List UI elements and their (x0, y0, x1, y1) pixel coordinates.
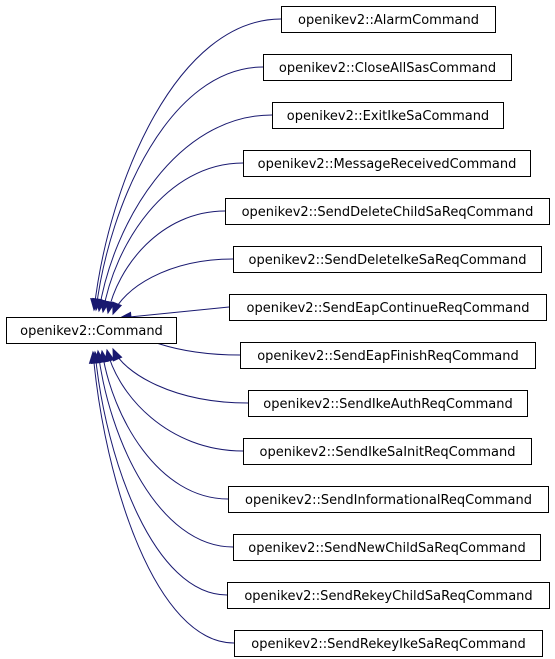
inheritance-edge-send-ike-auth-req-command (112, 348, 249, 404)
class-label-message-received-command: openikev2::MessageReceivedCommand (258, 157, 517, 172)
class-label-send-rekey-ike-sa-req-command: openikev2::SendRekeyIkeSaReqCommand (251, 637, 525, 652)
class-box-send-ike-auth-req-command (248, 390, 528, 417)
inheritance-edge-alarm-command (93, 18, 282, 311)
class-node-send-delete-child-sa-req-command[interactable]: openikev2::SendDeleteChildSaReqCommand (225, 198, 550, 225)
class-label-send-delete-ike-sa-req-command: openikev2::SendDeleteIkeSaReqCommand (249, 253, 527, 268)
inheritance-edge-send-delete-child-sa-req-command (107, 210, 226, 314)
inheritance-edge-close-all-sas-command (95, 66, 264, 311)
class-box-send-eap-continue-req-command (229, 294, 547, 321)
arrowhead-send-rekey-ike-sa-req-command (88, 350, 100, 364)
class-label-exit-ike-sa-command: openikev2::ExitIkeSaCommand (287, 109, 489, 124)
inheritance-edge-send-new-child-sa-req-command (97, 350, 234, 548)
class-node-send-rekey-child-sa-req-command[interactable]: openikev2::SendRekeyChildSaReqCommand (227, 582, 550, 609)
class-label-close-all-sas-command: openikev2::CloseAllSasCommand (279, 61, 496, 76)
arrowhead-send-delete-ike-sa-req-command (112, 301, 123, 316)
inheritance-edge-send-informational-req-command (101, 350, 229, 500)
base-class-box (6, 317, 177, 344)
class-label-send-rekey-child-sa-req-command: openikev2::SendRekeyChildSaReqCommand (244, 589, 532, 604)
inheritance-edge-exit-ike-sa-command (98, 114, 273, 312)
class-box-send-delete-child-sa-req-command (225, 198, 550, 225)
inheritance-edge-send-rekey-ike-sa-req-command (92, 351, 235, 644)
class-node-send-ike-auth-req-command[interactable]: openikev2::SendIkeAuthReqCommand (248, 390, 528, 417)
class-box-send-ike-sa-init-req-command (243, 438, 532, 465)
class-box-send-rekey-child-sa-req-command (227, 582, 550, 609)
class-label-send-new-child-sa-req-command: openikev2::SendNewChildSaReqCommand (248, 541, 525, 556)
class-box-send-new-child-sa-req-command (233, 534, 541, 561)
class-node-send-eap-continue-req-command[interactable]: openikev2::SendEapContinueReqCommand (229, 294, 547, 321)
class-node-send-informational-req-command[interactable]: openikev2::SendInformationalReqCommand (228, 486, 549, 513)
class-box-send-rekey-ike-sa-req-command (234, 630, 543, 657)
class-node-send-eap-finish-req-command[interactable]: openikev2::SendEapFinishReqCommand (240, 342, 536, 369)
class-box-send-informational-req-command (228, 486, 549, 513)
arrowhead-send-ike-sa-init-req-command (104, 348, 115, 363)
class-node-send-rekey-ike-sa-req-command[interactable]: openikev2::SendRekeyIkeSaReqCommand (234, 630, 543, 657)
inheritance-edge-send-ike-sa-init-req-command (106, 349, 244, 452)
arrowhead-send-ike-auth-req-command (112, 347, 123, 362)
class-box-exit-ike-sa-command (272, 102, 504, 129)
class-box-send-eap-finish-req-command (240, 342, 536, 369)
class-label-alarm-command: openikev2::AlarmCommand (298, 13, 479, 28)
class-node-send-delete-ike-sa-req-command[interactable]: openikev2::SendDeleteIkeSaReqCommand (233, 246, 542, 273)
class-node-send-new-child-sa-req-command[interactable]: openikev2::SendNewChildSaReqCommand (233, 534, 541, 561)
class-node-message-received-command[interactable]: openikev2::MessageReceivedCommand (243, 150, 531, 177)
class-box-alarm-command (281, 6, 496, 33)
class-label-send-eap-finish-req-command: openikev2::SendEapFinishReqCommand (257, 349, 519, 364)
class-node-send-ike-sa-init-req-command[interactable]: openikev2::SendIkeSaInitReqCommand (243, 438, 532, 465)
class-label-send-informational-req-command: openikev2::SendInformationalReqCommand (245, 493, 532, 508)
class-node-alarm-command[interactable]: openikev2::AlarmCommand (281, 6, 496, 33)
class-box-message-received-command (243, 150, 531, 177)
class-label-send-delete-child-sa-req-command: openikev2::SendDeleteChildSaReqCommand (242, 205, 534, 220)
class-node-close-all-sas-command[interactable]: openikev2::CloseAllSasCommand (263, 54, 512, 81)
inheritance-edge-message-received-command (102, 162, 244, 313)
class-box-send-delete-ike-sa-req-command (233, 246, 542, 273)
class-box-close-all-sas-command (263, 54, 512, 81)
class-label-send-ike-auth-req-command: openikev2::SendIkeAuthReqCommand (263, 397, 512, 412)
inheritance-edge-send-eap-continue-req-command (119, 306, 230, 319)
inheritance-edge-send-rekey-child-sa-req-command (94, 351, 228, 596)
class-label-send-eap-continue-req-command: openikev2::SendEapContinueReqCommand (247, 301, 530, 316)
class-label-send-ike-sa-init-req-command: openikev2::SendIkeSaInitReqCommand (260, 445, 516, 460)
class-node-exit-ike-sa-command[interactable]: openikev2::ExitIkeSaCommand (272, 102, 504, 129)
class-nodes: openikev2::Command openikev2::AlarmComma… (6, 6, 550, 657)
inheritance-edge-send-delete-ike-sa-req-command (112, 258, 234, 315)
base-class-label: openikev2::Command (20, 324, 163, 339)
base-class-node[interactable]: openikev2::Command (6, 317, 177, 344)
